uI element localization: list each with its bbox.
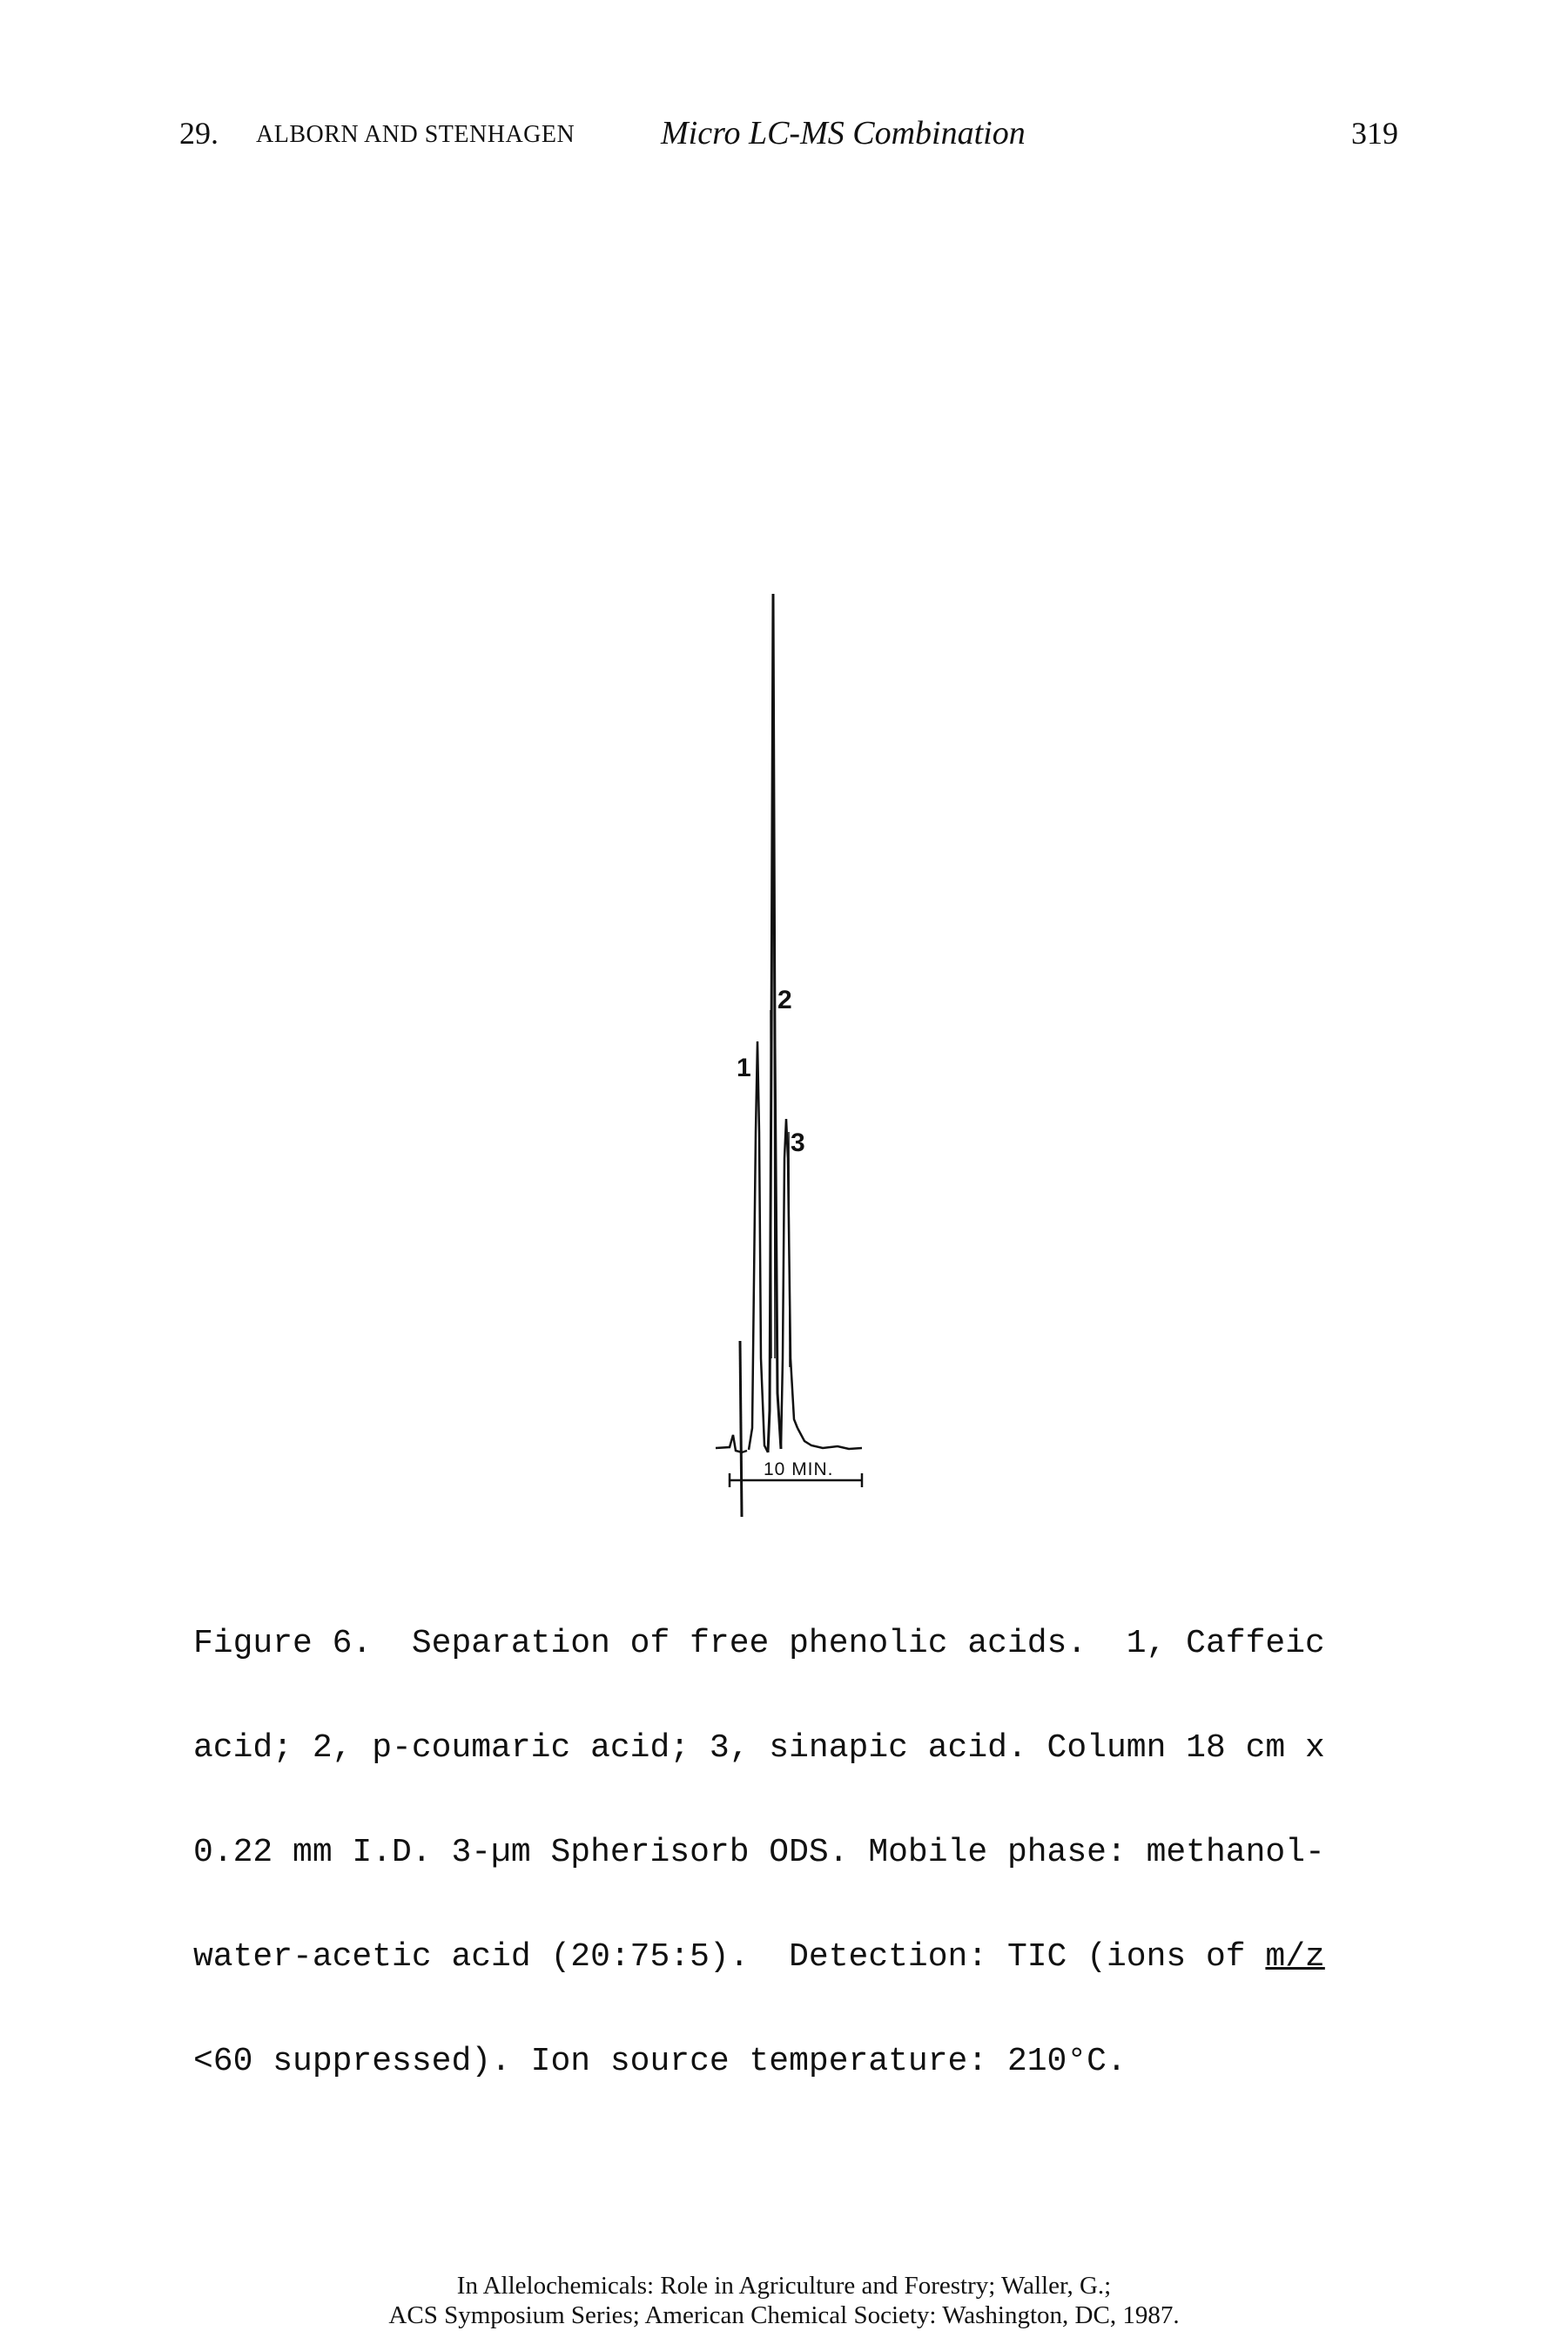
chromatogram-figure: 1 2 3 10 MIN. — [715, 593, 864, 1518]
peak-2-shoulder — [770, 870, 776, 1359]
mz-term: m/z — [1265, 1938, 1325, 1976]
peak-3-sinapic-acid — [779, 1118, 799, 1450]
citation-footer: In Allelochemicals: Role in Agriculture … — [0, 2271, 1568, 2330]
time-scale-label: 10 MIN. — [764, 1459, 834, 1479]
caption-line: Figure 6. Separation of free phenolic ac… — [193, 1625, 1325, 1662]
peak-3-shoulder — [788, 1131, 791, 1368]
caption-line: acid; 2, p-coumaric acid; 3, sinapic aci… — [193, 1729, 1325, 1767]
author-names: ALBORN AND STENHAGEN — [256, 121, 575, 148]
caption-line-text: water-acetic acid (20:75:5). Detection: … — [193, 1938, 1266, 1976]
running-head: 29. ALBORN AND STENHAGEN Micro LC-MS Com… — [179, 111, 1398, 155]
peak-label-1: 1 — [737, 1054, 751, 1082]
peak-label-3: 3 — [791, 1128, 805, 1157]
peak-label-2: 2 — [777, 986, 792, 1014]
chapter-title: Micro LC-MS Combination — [661, 115, 1026, 152]
chapter-number: 29. — [179, 116, 219, 151]
page-number: 319 — [1351, 116, 1398, 151]
caption-line: 0.22 mm I.D. 3-µm Spherisorb ODS. Mobile… — [193, 1834, 1325, 1871]
caption-line: <60 suppressed). Ion source temperature:… — [193, 2043, 1127, 2080]
citation-line-1: In Allelochemicals: Role in Agriculture … — [456, 2272, 1112, 2300]
caption-line: water-acetic acid (20:75:5). Detection: … — [193, 1940, 1395, 1975]
time-scale-bar — [728, 1473, 864, 1487]
figure-caption: Figure 6. Separation of free phenolic ac… — [193, 1557, 1395, 2114]
citation-line-2: ACS Symposium Series; American Chemical … — [388, 2301, 1180, 2329]
injection-marker — [738, 1340, 744, 1518]
peak-2-p-coumaric-acid — [766, 593, 783, 1453]
chromatogram-baseline — [715, 1427, 863, 1454]
peak-1-caffeic-acid — [747, 1041, 770, 1453]
